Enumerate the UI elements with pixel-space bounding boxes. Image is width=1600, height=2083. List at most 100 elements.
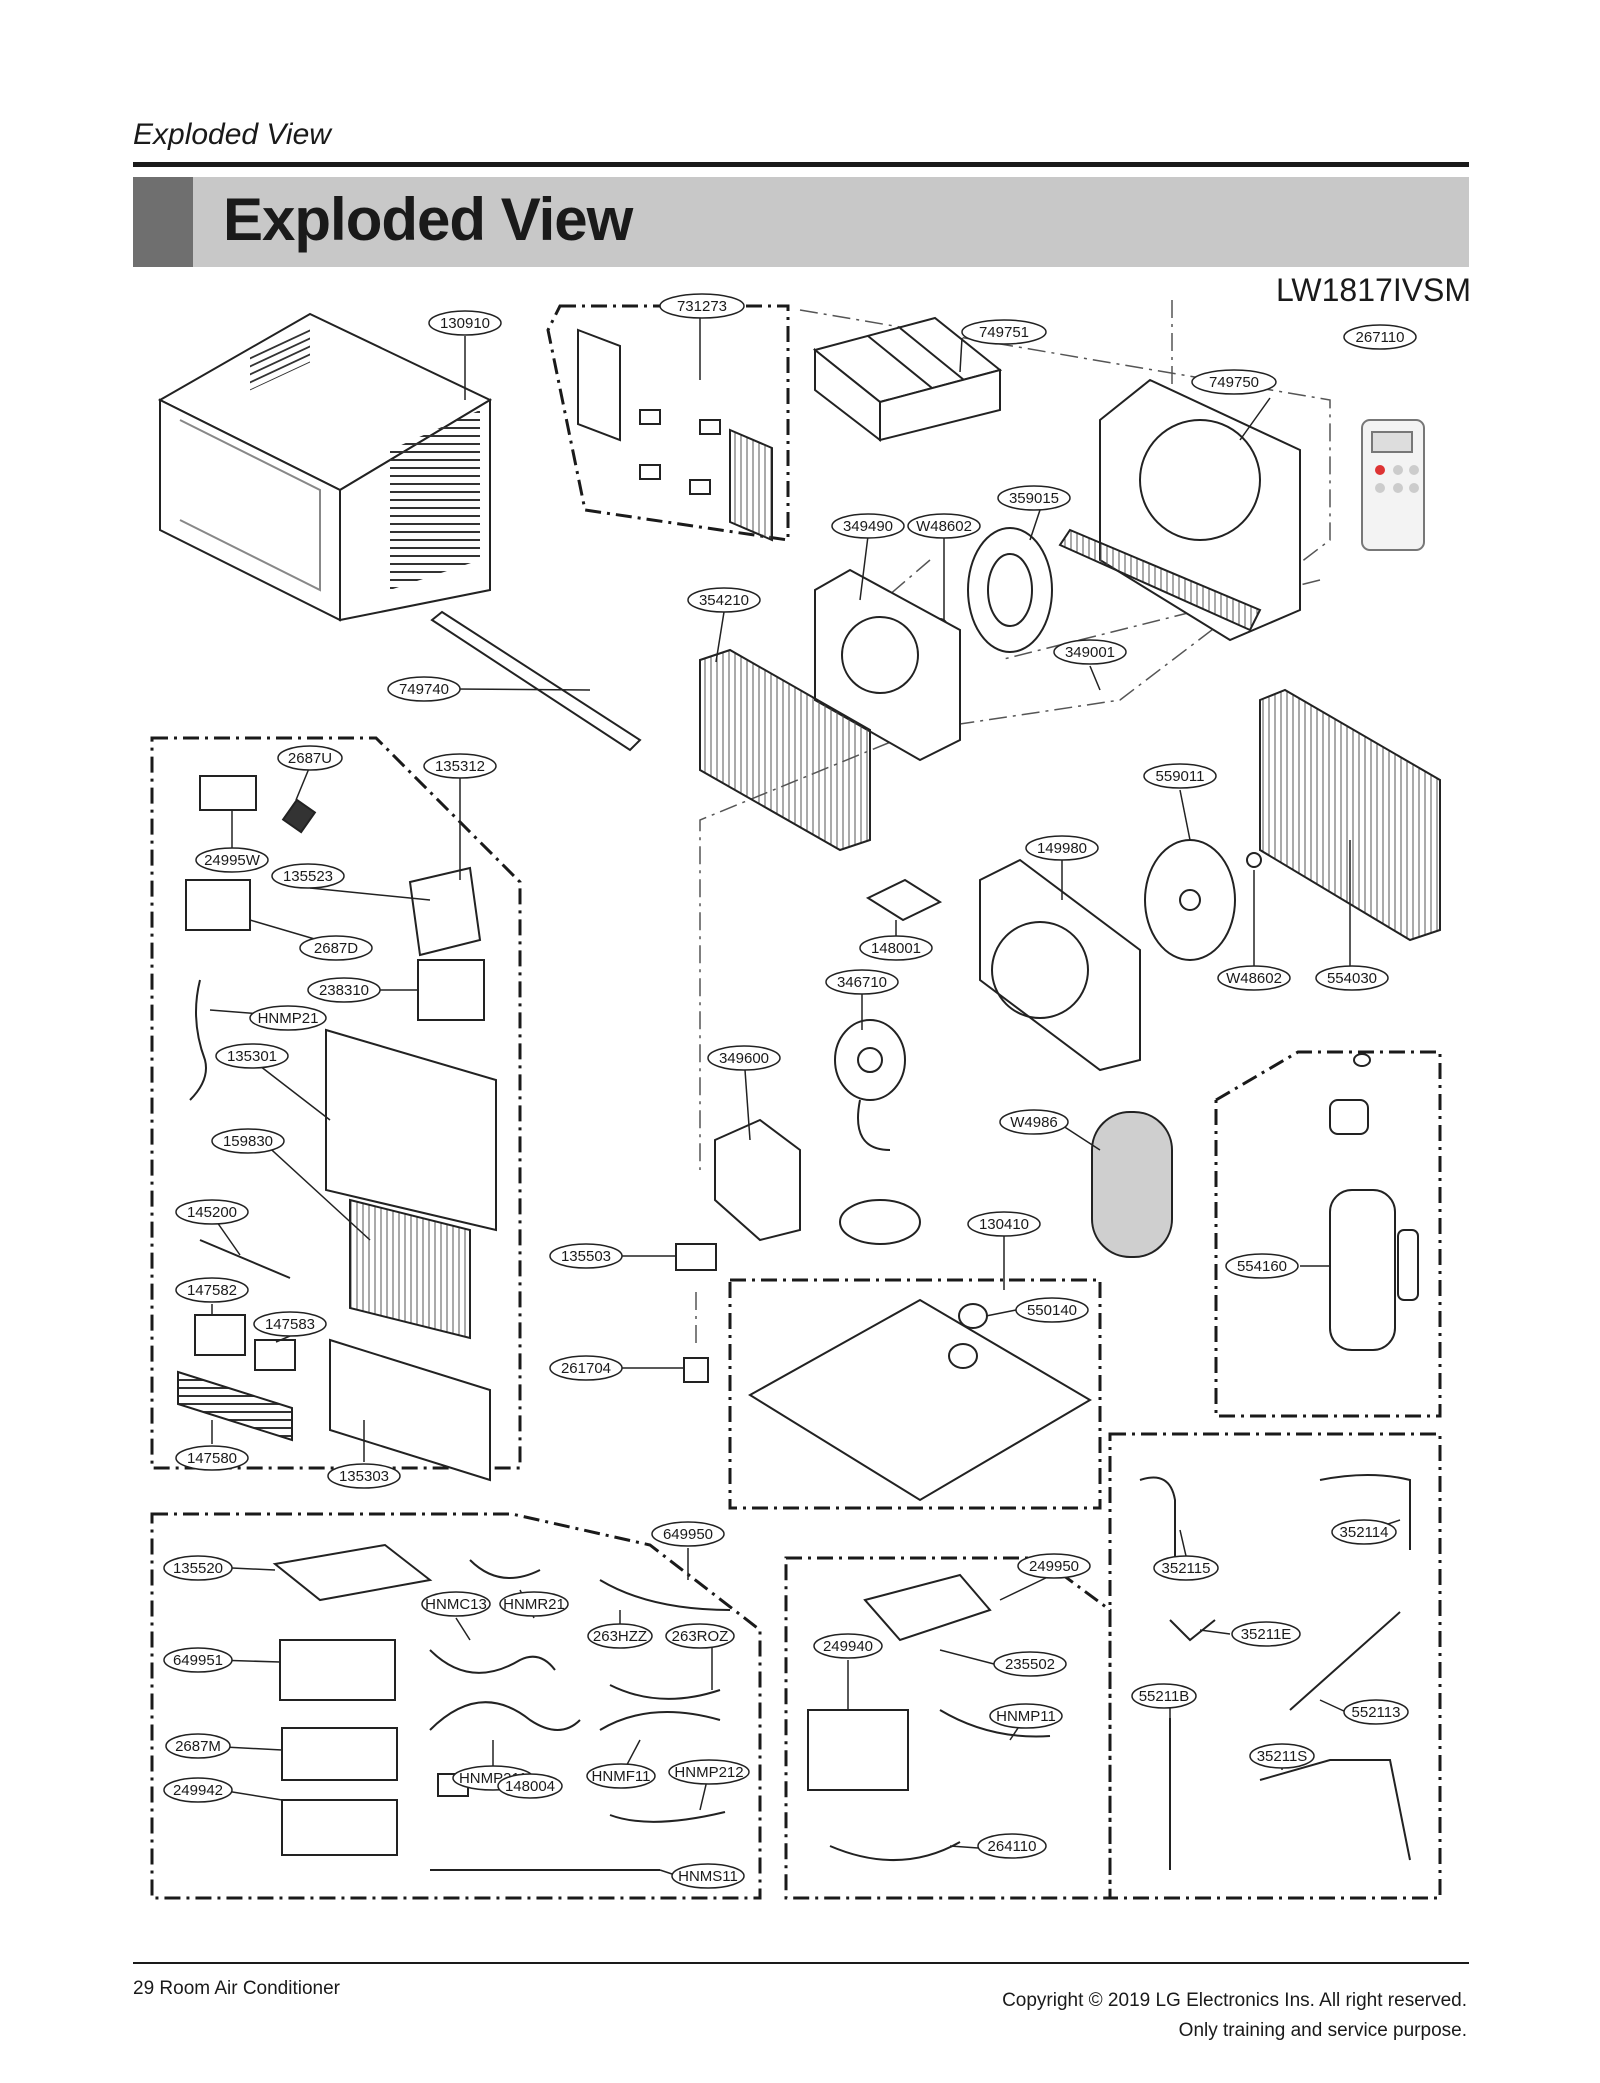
callout-text: HNMP212 xyxy=(674,1764,743,1781)
filter-159830-drawing xyxy=(349,1198,471,1340)
callout-label: 349001 xyxy=(1053,639,1127,665)
callout-label: 130910 xyxy=(428,310,502,336)
group-box-electrical xyxy=(150,1512,762,1900)
sound-jacket-drawing xyxy=(1091,1111,1173,1258)
part-147583-drawing xyxy=(254,1339,296,1371)
callout-label: 148004 xyxy=(497,1773,563,1799)
callout-text: 264110 xyxy=(988,1838,1037,1855)
callout-label: HNMS11 xyxy=(671,1863,745,1889)
transformer-261704-drawing xyxy=(683,1357,709,1383)
callout-label: 554030 xyxy=(1315,965,1389,991)
callout-label: 135503 xyxy=(549,1243,623,1269)
callout-label: 35211E xyxy=(1231,1621,1301,1647)
callout-label: W48602 xyxy=(907,513,981,539)
callout-text: 263HZZ xyxy=(593,1628,647,1645)
callout-text: 148001 xyxy=(871,940,921,957)
page-title: Exploded View xyxy=(223,186,633,253)
part-2687U-drawing xyxy=(281,798,317,834)
callout-text: W48602 xyxy=(916,518,972,535)
callout-text: 145200 xyxy=(187,1204,237,1221)
callout-text: 749740 xyxy=(399,681,449,698)
part-145200-drawing xyxy=(199,1239,291,1279)
callout-label: 649951 xyxy=(163,1647,233,1673)
callout-label: 249950 xyxy=(1017,1553,1091,1579)
callout-label: 135312 xyxy=(423,753,497,779)
callout-labels: 130910 731273 749751 267110 749750 35901… xyxy=(163,293,1417,1889)
callout-label: W4986 xyxy=(999,1109,1069,1135)
callout-label: 354210 xyxy=(687,587,761,613)
callout-text: 349600 xyxy=(719,1050,769,1067)
remote-control-drawing xyxy=(1361,419,1425,551)
callout-label: 731273 xyxy=(659,293,745,319)
grille-147580-drawing xyxy=(177,1370,293,1442)
callout-label: HNMP11 xyxy=(989,1703,1063,1729)
callout-label: 263ROZ xyxy=(665,1623,735,1649)
callout-text: HNMR21 xyxy=(503,1596,565,1613)
callout-text: 346710 xyxy=(837,974,887,991)
callout-text: 35211E xyxy=(1241,1626,1292,1643)
front-panel-135301-drawing xyxy=(325,1028,497,1232)
callout-text: 149980 xyxy=(1037,840,1087,857)
fan-shroud-drawing xyxy=(979,858,1141,1072)
condenser-drawing xyxy=(1259,688,1441,942)
callout-label: W48602 xyxy=(1217,965,1291,991)
callout-text: 135301 xyxy=(227,1048,277,1065)
callout-label: 147580 xyxy=(175,1445,249,1471)
harness-HNMP211-drawing xyxy=(429,1701,581,1731)
air-duct-drawing xyxy=(812,316,1003,443)
callout-text: HNMP21 xyxy=(258,1010,319,1027)
capacitor-135503-drawing xyxy=(675,1243,717,1271)
callout-text: 249950 xyxy=(1029,1558,1079,1575)
callout-text: HNMF11 xyxy=(592,1768,651,1785)
footer-notice: Only training and service purpose. xyxy=(1178,2020,1467,2041)
blower-fan-drawing xyxy=(932,527,1053,653)
callout-text: 649951 xyxy=(173,1652,223,1669)
callout-text: 24995W xyxy=(204,852,261,869)
side-grille-drawing xyxy=(577,328,773,542)
callout-text: 135303 xyxy=(339,1468,389,1485)
callout-label: 2687M xyxy=(165,1733,231,1759)
callout-label: 554160 xyxy=(1225,1253,1299,1279)
callout-text: 130910 xyxy=(440,315,490,332)
group-box-side-grille xyxy=(546,304,790,542)
callout-text: 261704 xyxy=(561,1360,611,1377)
door-135303-drawing xyxy=(329,1338,491,1482)
footer-rule xyxy=(133,1962,1469,1964)
part-147582-drawing xyxy=(194,1314,246,1356)
harness-HNMF11-drawing xyxy=(599,1711,721,1731)
title-band: Exploded View xyxy=(133,177,1469,267)
callout-text: 159830 xyxy=(223,1133,273,1150)
callout-label: 130410 xyxy=(967,1211,1041,1237)
rod-drawing xyxy=(430,610,642,752)
callout-text: W4986 xyxy=(1010,1114,1058,1131)
callout-text: W48602 xyxy=(1226,970,1282,987)
evaporator-drawing xyxy=(699,648,871,852)
callout-text: 238310 xyxy=(319,982,369,999)
callout-text: 267110 xyxy=(1356,329,1405,346)
callout-label: 135301 xyxy=(215,1043,289,1069)
callout-label: 249942 xyxy=(163,1777,233,1803)
header-rule xyxy=(133,162,1469,167)
callout-text: 552113 xyxy=(1352,1704,1401,1721)
insulation-pad-drawing xyxy=(865,878,943,922)
callout-text: 148004 xyxy=(505,1778,555,1795)
callout-label: 135523 xyxy=(271,863,345,889)
callout-label: 249940 xyxy=(813,1633,883,1659)
pcb-2687D-drawing xyxy=(185,879,251,931)
callout-label: 2687U xyxy=(277,745,343,771)
group-box-front-panel xyxy=(150,736,522,1470)
callout-label: 552113 xyxy=(1343,1699,1409,1725)
callout-text: 249940 xyxy=(823,1638,873,1655)
harness-HNMP212-drawing xyxy=(609,1811,726,1823)
callout-label: HNMP21 xyxy=(249,1005,327,1031)
callout-text: HNMS11 xyxy=(678,1868,738,1885)
cover-249950-drawing xyxy=(863,1573,992,1642)
board-2687M-drawing xyxy=(281,1727,398,1781)
callout-label: 264110 xyxy=(977,1833,1047,1859)
pipe-352114-drawing xyxy=(1319,1474,1411,1550)
motor-bracket-drawing xyxy=(714,1118,801,1242)
callout-label: HNMC13 xyxy=(421,1591,491,1617)
harness-263ROZ-drawing xyxy=(609,1684,721,1700)
footer-copyright: Copyright © 2019 LG Electronics Ins. All… xyxy=(1002,1990,1467,2011)
